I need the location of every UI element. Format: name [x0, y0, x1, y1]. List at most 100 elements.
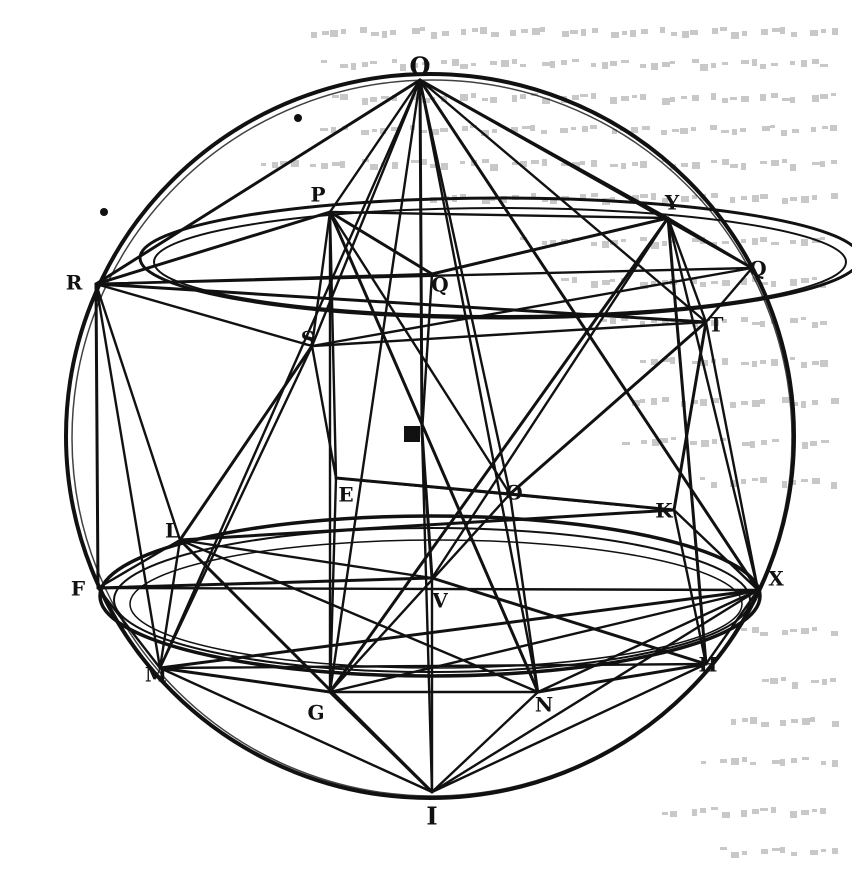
show-through-mark: [760, 194, 768, 199]
show-through-mark: [542, 241, 547, 245]
show-through-mark: [621, 239, 626, 242]
show-through-mark: [422, 98, 430, 103]
show-through-mark: [790, 811, 797, 818]
edge-S-T: [310, 320, 708, 348]
show-through-mark: [760, 282, 768, 285]
show-through-mark: [460, 194, 466, 199]
show-through-mark: [460, 64, 468, 69]
edge-Y-G: [328, 216, 670, 694]
show-through-mark: [831, 93, 836, 96]
show-through-mark: [602, 319, 607, 322]
edge-X-H: [704, 588, 760, 666]
show-through-mark: [752, 322, 760, 325]
show-through-mark: [640, 360, 646, 363]
edge-apex-Oc: [418, 78, 512, 496]
show-through-mark: [791, 758, 797, 763]
show-through-mark: [610, 318, 616, 324]
show-through-mark: [781, 677, 786, 681]
show-through-mark: [700, 477, 705, 480]
show-through-mark: [591, 242, 597, 246]
show-through-mark: [821, 761, 826, 765]
show-through-mark: [540, 27, 545, 32]
show-through-mark: [490, 61, 497, 65]
show-through-mark: [651, 359, 658, 365]
show-through-mark: [682, 31, 689, 38]
show-through-mark: [731, 758, 739, 765]
show-through-mark: [381, 96, 389, 99]
show-through-mark: [722, 98, 728, 103]
show-through-mark: [621, 163, 626, 169]
show-through-mark: [810, 30, 818, 36]
show-through-mark: [480, 27, 487, 34]
show-through-mark: [592, 28, 598, 33]
show-through-mark: [820, 360, 828, 367]
show-through-mark: [362, 98, 368, 105]
show-through-mark: [550, 61, 555, 68]
show-through-mark: [772, 848, 780, 851]
show-through-mark: [491, 32, 499, 37]
show-through-mark: [392, 162, 398, 169]
show-through-mark: [671, 32, 677, 36]
show-through-mark: [740, 128, 746, 132]
show-through-mark: [700, 399, 707, 406]
show-through-mark: [760, 808, 768, 811]
show-through-mark: [371, 32, 379, 36]
edge-X-M: [158, 588, 760, 670]
show-through-mark: [741, 628, 747, 631]
sphere-outline-inner: [71, 79, 793, 797]
show-through-mark: [581, 29, 586, 36]
show-through-mark: [501, 60, 509, 67]
show-through-mark: [742, 851, 747, 855]
show-through-mark: [801, 628, 809, 634]
edge-apex-Q: [418, 78, 754, 270]
show-through-mark: [431, 32, 437, 39]
show-through-mark: [471, 93, 476, 98]
show-through-mark: [730, 197, 735, 203]
show-through-mark: [391, 127, 398, 131]
show-through-mark: [591, 281, 598, 288]
show-through-mark: [761, 29, 768, 35]
show-through-mark: [710, 125, 717, 130]
show-through-mark: [692, 400, 698, 404]
show-through-mark: [812, 627, 817, 631]
show-through-mark: [770, 678, 778, 684]
show-through-mark: [472, 28, 478, 32]
show-through-mark: [580, 94, 588, 97]
show-through-mark: [632, 95, 637, 98]
point-label-k: K: [655, 499, 673, 523]
show-through-mark: [730, 97, 737, 100]
point-label-y: Y: [664, 191, 680, 215]
show-through-mark: [820, 64, 828, 67]
show-through-mark: [630, 30, 636, 37]
show-through-mark: [722, 358, 728, 365]
show-through-mark: [700, 282, 706, 287]
edge-G-bottom: [328, 690, 434, 794]
show-through-mark: [591, 193, 598, 197]
show-through-mark: [291, 160, 299, 167]
show-through-mark: [640, 237, 647, 241]
show-through-mark: [561, 60, 567, 65]
show-through-mark: [780, 847, 785, 853]
show-through-mark: [791, 719, 798, 723]
show-through-mark: [651, 320, 657, 323]
show-through-mark: [521, 29, 528, 33]
show-through-mark: [550, 197, 557, 204]
show-through-mark: [712, 439, 717, 444]
show-through-mark: [492, 129, 497, 133]
edge-apex-P: [328, 78, 422, 214]
show-through-mark: [792, 129, 799, 133]
show-through-mark: [380, 128, 386, 134]
edge-Oc-G: [328, 492, 512, 694]
show-through-mark: [320, 128, 328, 131]
show-through-mark: [512, 162, 518, 165]
edge-Oc-N: [508, 492, 540, 694]
show-through-mark: [641, 440, 647, 444]
show-through-mark: [760, 399, 765, 404]
show-through-mark: [700, 64, 708, 71]
show-through-mark: [640, 399, 645, 403]
edge-Qc-C: [420, 272, 434, 434]
show-through-mark: [641, 29, 648, 34]
show-through-mark: [722, 62, 728, 65]
show-through-mark: [591, 93, 596, 99]
show-through-mark: [770, 125, 775, 128]
